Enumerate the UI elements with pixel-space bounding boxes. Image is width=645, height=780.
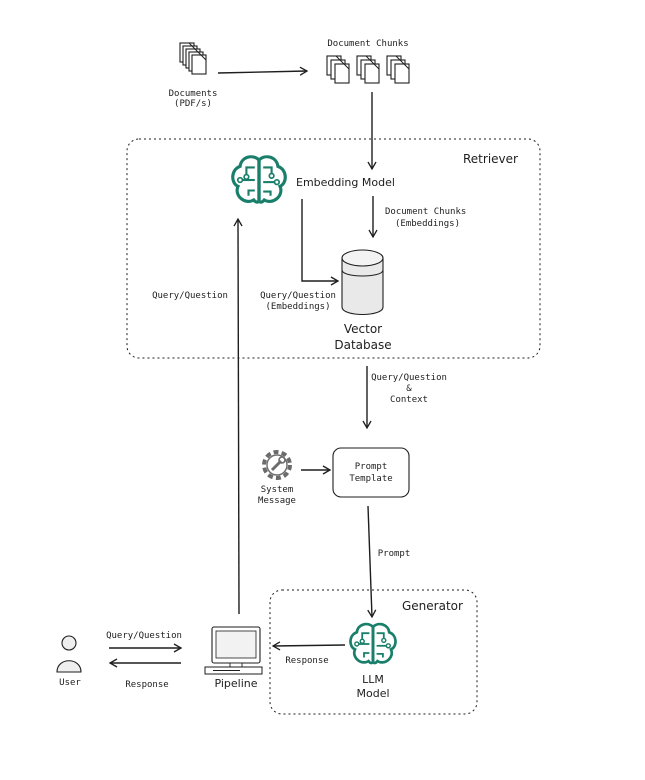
edge-label-query-embeddings-line1: Query/Question xyxy=(260,291,336,301)
system-message-icon xyxy=(262,450,292,480)
edge-pipeline-to-embedding xyxy=(233,217,243,615)
documents-icon xyxy=(179,42,207,75)
document-chunks-icon xyxy=(326,55,410,84)
pipeline-icon xyxy=(204,626,263,675)
vector-database-label-line2: Database xyxy=(334,338,391,352)
edge-label-query-question: Query/Question xyxy=(152,291,228,301)
edge-label-chunks-embeddings-line1: Document Chunks xyxy=(385,207,466,217)
edge-label-prompt: Prompt xyxy=(378,549,411,559)
edge-documents-to-chunks xyxy=(217,66,309,76)
generator-group xyxy=(269,589,478,715)
edge-label-query-context-line2: & xyxy=(406,384,412,394)
user-label: User xyxy=(59,678,81,688)
edge-label-response-user: Response xyxy=(125,680,168,690)
prompt-template-label-line2: Template xyxy=(349,474,392,484)
edge-embedding-to-vectordb-query xyxy=(301,199,340,286)
embedding-model-label: Embedding Model xyxy=(296,176,395,189)
documents-label-line1: Documents xyxy=(169,89,218,99)
vector-database-label-line1: Vector xyxy=(344,322,382,336)
embedding-model-icon xyxy=(231,155,287,204)
generator-label: Generator xyxy=(402,599,463,613)
retriever-label: Retriever xyxy=(463,152,518,166)
edge-llm-to-pipeline xyxy=(271,641,346,651)
edge-label-query-context-line3: Context xyxy=(390,395,428,405)
documents-label-line2: (PDF/s) xyxy=(174,99,212,109)
edge-label-chunks-embeddings-line2: (Embeddings) xyxy=(395,219,460,229)
edge-prompt-to-llm xyxy=(367,505,377,619)
system-message-label-line1: System xyxy=(261,485,294,495)
prompt-template-label-line1: Prompt xyxy=(355,462,388,472)
edge-label-query-embeddings-line2: (Embeddings) xyxy=(265,302,330,312)
edge-label-query-context-line1: Query/Question xyxy=(371,373,447,383)
system-message-label-line2: Message xyxy=(258,496,296,506)
edge-label-response-llm: Response xyxy=(285,656,328,666)
llm-model-icon xyxy=(349,622,397,665)
retriever-group xyxy=(126,138,541,359)
llm-model-label-line1: LLM xyxy=(362,673,384,686)
prompt-template-box xyxy=(332,447,410,498)
pipeline-label: Pipeline xyxy=(214,677,257,690)
document-chunks-label: Document Chunks xyxy=(327,39,408,49)
edge-label-user-query: Query/Question xyxy=(106,631,182,641)
user-icon xyxy=(56,635,82,673)
vector-database-icon xyxy=(341,249,384,316)
llm-model-label-line2: Model xyxy=(356,687,389,700)
